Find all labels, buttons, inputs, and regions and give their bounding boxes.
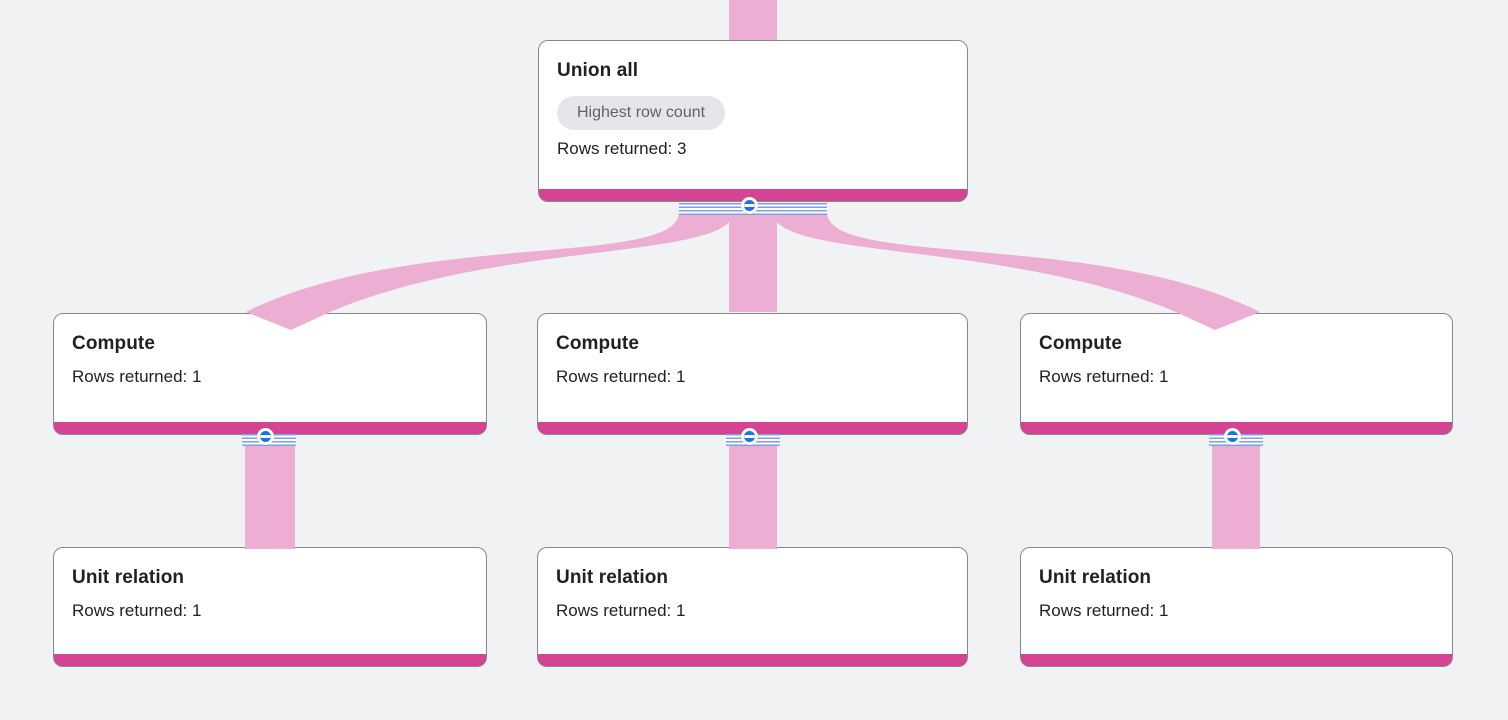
rows-returned-label: Rows returned: 1 xyxy=(72,367,202,386)
rows-returned-label: Rows returned: 1 xyxy=(556,601,686,620)
stage-node-unit-relation-center[interactable]: Unit relation Rows returned: 1 xyxy=(537,547,968,667)
stage-accent-bar xyxy=(54,654,486,666)
edge-union-compute-center xyxy=(729,212,777,312)
collapse-button-union[interactable] xyxy=(741,197,758,214)
stage-title: Unit relation xyxy=(1039,567,1152,588)
stage-accent-bar xyxy=(1021,654,1452,666)
stage-title: Compute xyxy=(556,333,640,354)
stage-accent-bar xyxy=(54,422,486,434)
collapse-button-compute-left[interactable] xyxy=(257,428,274,445)
edge-compute-unit-left xyxy=(245,444,295,549)
rows-returned-label: Rows returned: 1 xyxy=(1039,367,1169,386)
stage-title: Compute xyxy=(72,333,156,354)
highest-row-count-badge: Highest row count xyxy=(557,96,726,130)
rows-returned-label: Rows returned: 1 xyxy=(1039,601,1169,620)
stage-accent-bar xyxy=(539,189,967,201)
stage-node-compute-right[interactable]: Compute Rows returned: 1 xyxy=(1020,313,1453,435)
edge-top-into-union xyxy=(729,0,777,40)
stage-node-unit-relation-right[interactable]: Unit relation Rows returned: 1 xyxy=(1020,547,1453,667)
stage-node-union-all[interactable]: Union all Highest row count Rows returne… xyxy=(538,40,968,202)
minus-icon xyxy=(1227,435,1238,438)
stage-title: Compute xyxy=(1039,333,1123,354)
collapse-button-compute-right[interactable] xyxy=(1224,428,1241,445)
minus-icon xyxy=(744,204,755,207)
stage-title: Unit relation xyxy=(72,567,185,588)
stage-title: Unit relation xyxy=(556,567,669,588)
stage-node-unit-relation-left[interactable]: Unit relation Rows returned: 1 xyxy=(53,547,487,667)
edge-compute-unit-center xyxy=(729,444,777,549)
stage-title: Union all xyxy=(557,60,639,81)
stage-node-compute-left[interactable]: Compute Rows returned: 1 xyxy=(53,313,487,435)
rows-returned-label: Rows returned: 1 xyxy=(72,601,202,620)
minus-icon xyxy=(260,435,271,438)
rows-returned-label: Rows returned: 3 xyxy=(557,139,687,158)
stage-node-compute-center[interactable]: Compute Rows returned: 1 xyxy=(537,313,968,435)
collapse-button-compute-center[interactable] xyxy=(741,428,758,445)
rows-returned-label: Rows returned: 1 xyxy=(556,367,686,386)
edge-compute-unit-right xyxy=(1212,444,1260,549)
stage-accent-bar xyxy=(538,654,967,666)
minus-icon xyxy=(744,435,755,438)
